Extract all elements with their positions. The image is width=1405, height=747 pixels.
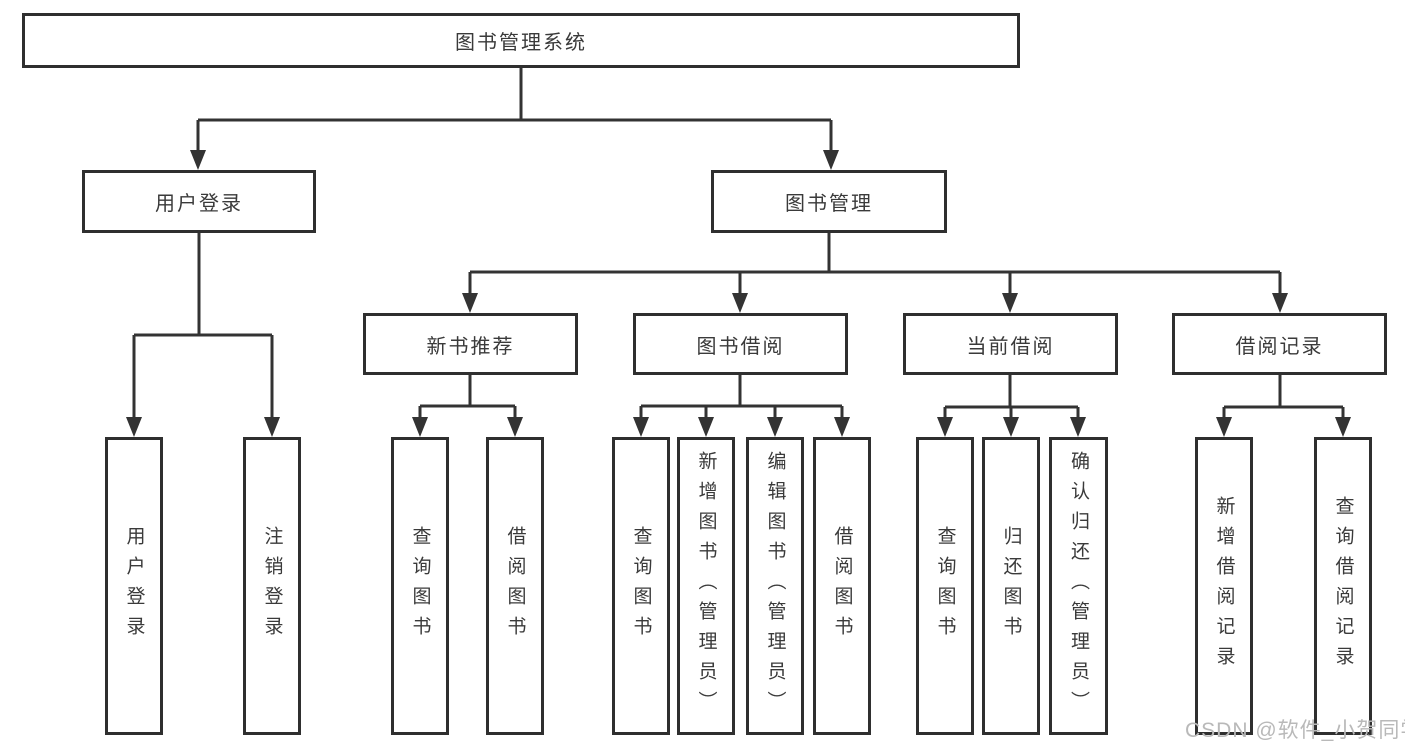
node-leaf-logout: 注销登录 [243,437,301,735]
node-library-system: 图书管理系统 [22,13,1020,68]
node-leaf-bb-borrow-books: 借阅图书 [813,437,871,735]
node-borrowing-records: 借阅记录 [1172,313,1387,375]
watermark: CSDN @软件_小贺同学 [1185,719,1405,742]
node-leaf-br-query-record: 查询借阅记录 [1314,437,1372,735]
node-leaf-bb-add-books-admin: 新增图书（管理员） [677,437,735,735]
node-leaf-cb-return-books: 归还图书 [982,437,1040,735]
node-new-book-recommendation: 新书推荐 [363,313,578,375]
node-leaf-user-login: 用户登录 [105,437,163,735]
node-leaf-nb-borrow-books: 借阅图书 [486,437,544,735]
node-book-management: 图书管理 [711,170,947,233]
node-leaf-bb-query-books: 查询图书 [612,437,670,735]
node-book-borrowing: 图书借阅 [633,313,848,375]
node-leaf-cb-confirm-return-admin: 确认归还（管理员） [1049,437,1108,735]
node-current-borrowing: 当前借阅 [903,313,1118,375]
node-user-login: 用户登录 [82,170,316,233]
node-leaf-br-add-record: 新增借阅记录 [1195,437,1253,735]
node-leaf-nb-query-books: 查询图书 [391,437,449,735]
node-leaf-cb-query-books: 查询图书 [916,437,974,735]
node-leaf-bb-edit-books-admin: 编辑图书（管理员） [746,437,804,735]
arrowheads [126,150,1351,437]
